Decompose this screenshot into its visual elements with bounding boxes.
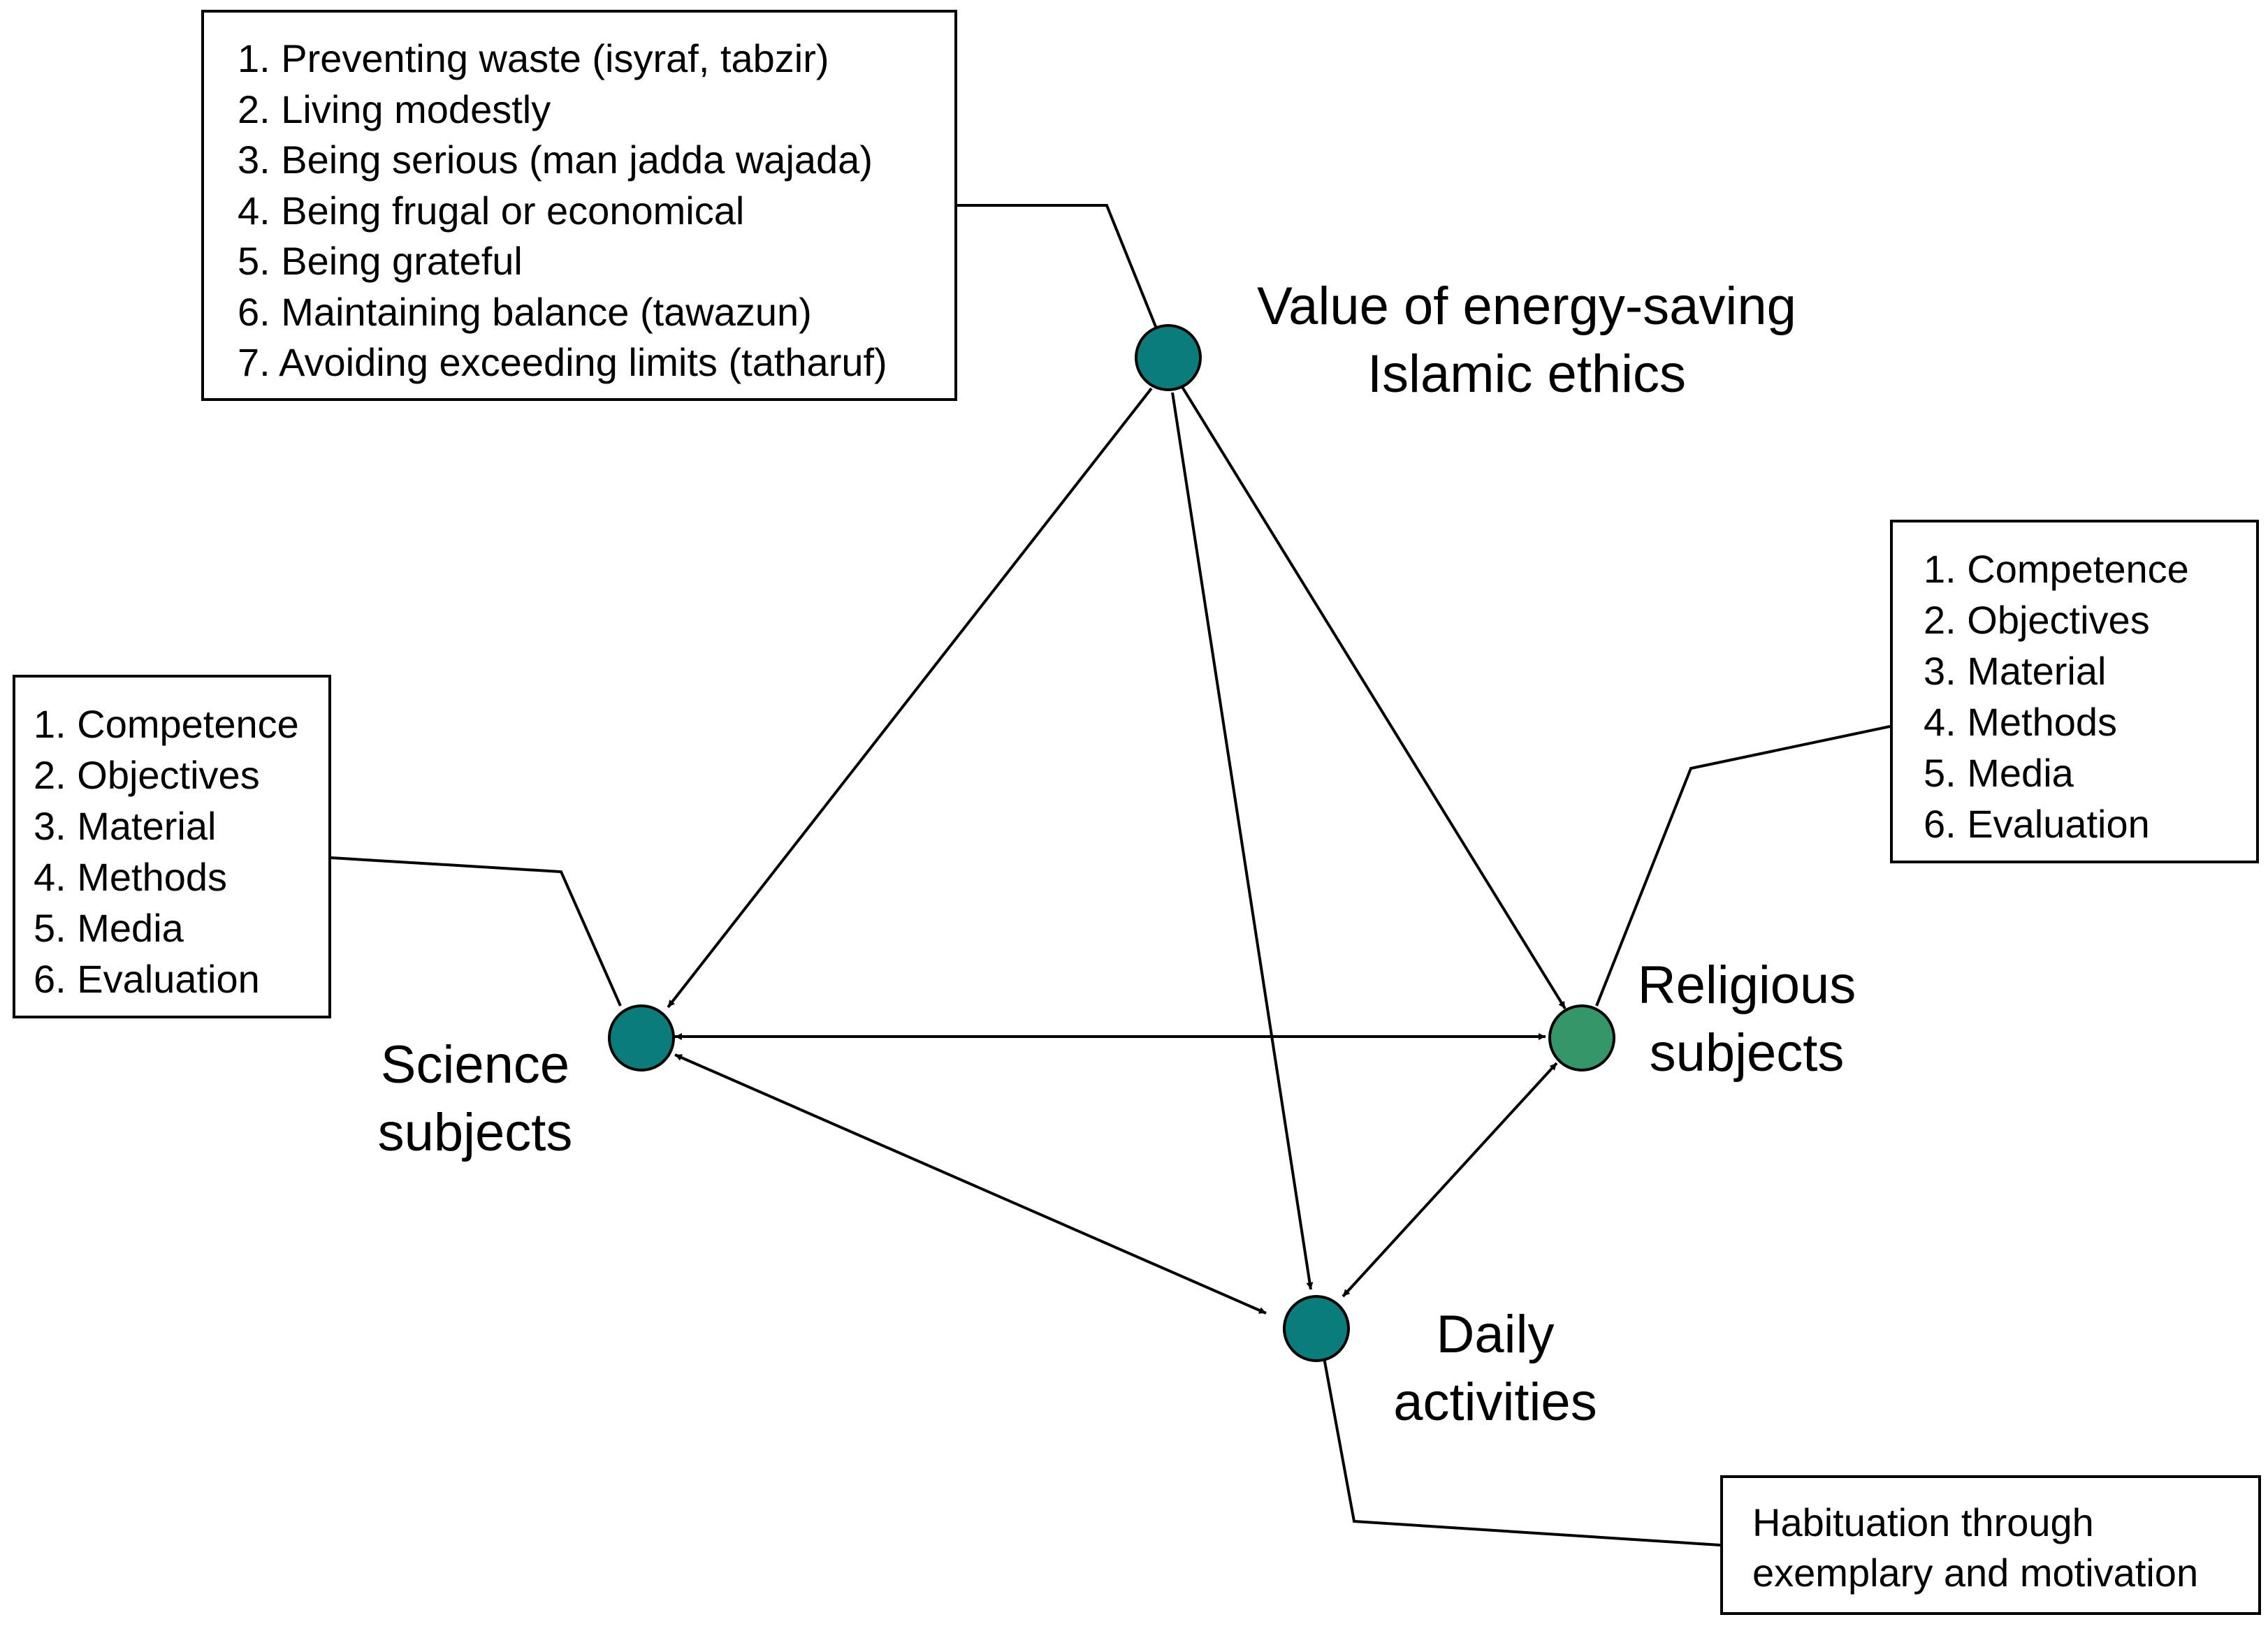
list-item: 4. Methods xyxy=(1924,700,2118,744)
label-line: Religious xyxy=(1637,956,1856,1015)
religious-components-list: 1. Competence 2. Objectives 3. Material … xyxy=(1924,543,2256,849)
list-item: 5. Media xyxy=(34,906,184,950)
arrow-religious-daily xyxy=(1342,1062,1558,1298)
list-item: 5. Media xyxy=(1924,751,2074,795)
node-daily xyxy=(1283,1295,1350,1362)
list-item: 7. Avoiding exceeding limits (tatharuf) xyxy=(238,340,887,384)
connector-daily-box xyxy=(1323,1357,1721,1546)
list-item: 4. Being frugal or economical xyxy=(238,188,745,233)
arrow-science-daily xyxy=(674,1053,1267,1315)
node-religious xyxy=(1548,1004,1615,1072)
label-line: subjects xyxy=(377,1103,573,1162)
arrow-ethics-to-daily xyxy=(1171,392,1314,1290)
list-item: 1. Preventing waste (isyraf, tabzir) xyxy=(238,36,829,80)
label-line: Daily xyxy=(1436,1305,1555,1364)
box-text-line: exemplary and motivation xyxy=(1752,1551,2199,1595)
list-item: 6. Evaluation xyxy=(1924,802,2150,846)
list-item: 2. Objectives xyxy=(34,753,260,797)
node-label-science: Science subjects xyxy=(335,1031,615,1166)
ethics-values-box: 1. Preventing waste (isyraf, tabzir) 2. … xyxy=(201,10,957,401)
daily-habituation-box: Habituation through exemplary and motiva… xyxy=(1720,1475,2261,1615)
science-components-list: 1. Competence 2. Objectives 3. Material … xyxy=(34,699,328,1004)
list-item: 3. Material xyxy=(1924,649,2107,693)
label-line: subjects xyxy=(1649,1023,1845,1083)
science-components-box: 1. Competence 2. Objectives 3. Material … xyxy=(13,675,331,1018)
node-label-religious: Religious subjects xyxy=(1600,951,1893,1087)
list-item: 3. Being serious (man jadda wajada) xyxy=(238,138,873,182)
node-ethics xyxy=(1135,324,1202,391)
ethics-values-list: 1. Preventing waste (isyraf, tabzir) 2. … xyxy=(238,34,954,388)
list-item: 4. Methods xyxy=(34,855,228,899)
node-science xyxy=(608,1004,675,1072)
node-label-daily: Daily activities xyxy=(1355,1301,1635,1436)
list-item: 2. Living modestly xyxy=(238,87,551,131)
list-item: 2. Objectives xyxy=(1924,598,2150,642)
node-label-ethics: Value of energy-saving Islamic ethics xyxy=(1230,272,1824,408)
list-item: 1. Competence xyxy=(1924,547,2189,591)
connector-science-box xyxy=(330,856,622,1007)
list-item: 6. Evaluation xyxy=(34,957,260,1001)
box-text-line: Habituation through xyxy=(1752,1500,2094,1544)
connector-religious-box xyxy=(1595,725,1891,1007)
arrow-ethics-to-religious xyxy=(1181,386,1566,1010)
label-line: Islamic ethics xyxy=(1367,344,1687,404)
religious-components-box: 1. Competence 2. Objectives 3. Material … xyxy=(1890,520,2259,863)
list-item: 1. Competence xyxy=(34,702,299,746)
connector-ethics-box xyxy=(957,204,1158,329)
list-item: 6. Maintaining balance (tawazun) xyxy=(238,289,812,334)
arrow-ethics-to-science xyxy=(667,387,1153,1009)
list-item: 3. Material xyxy=(34,804,217,848)
label-line: activities xyxy=(1393,1373,1597,1432)
label-line: Science xyxy=(380,1035,570,1095)
list-item: 5. Being grateful xyxy=(238,239,523,283)
label-line: Value of energy-saving xyxy=(1257,277,1796,336)
